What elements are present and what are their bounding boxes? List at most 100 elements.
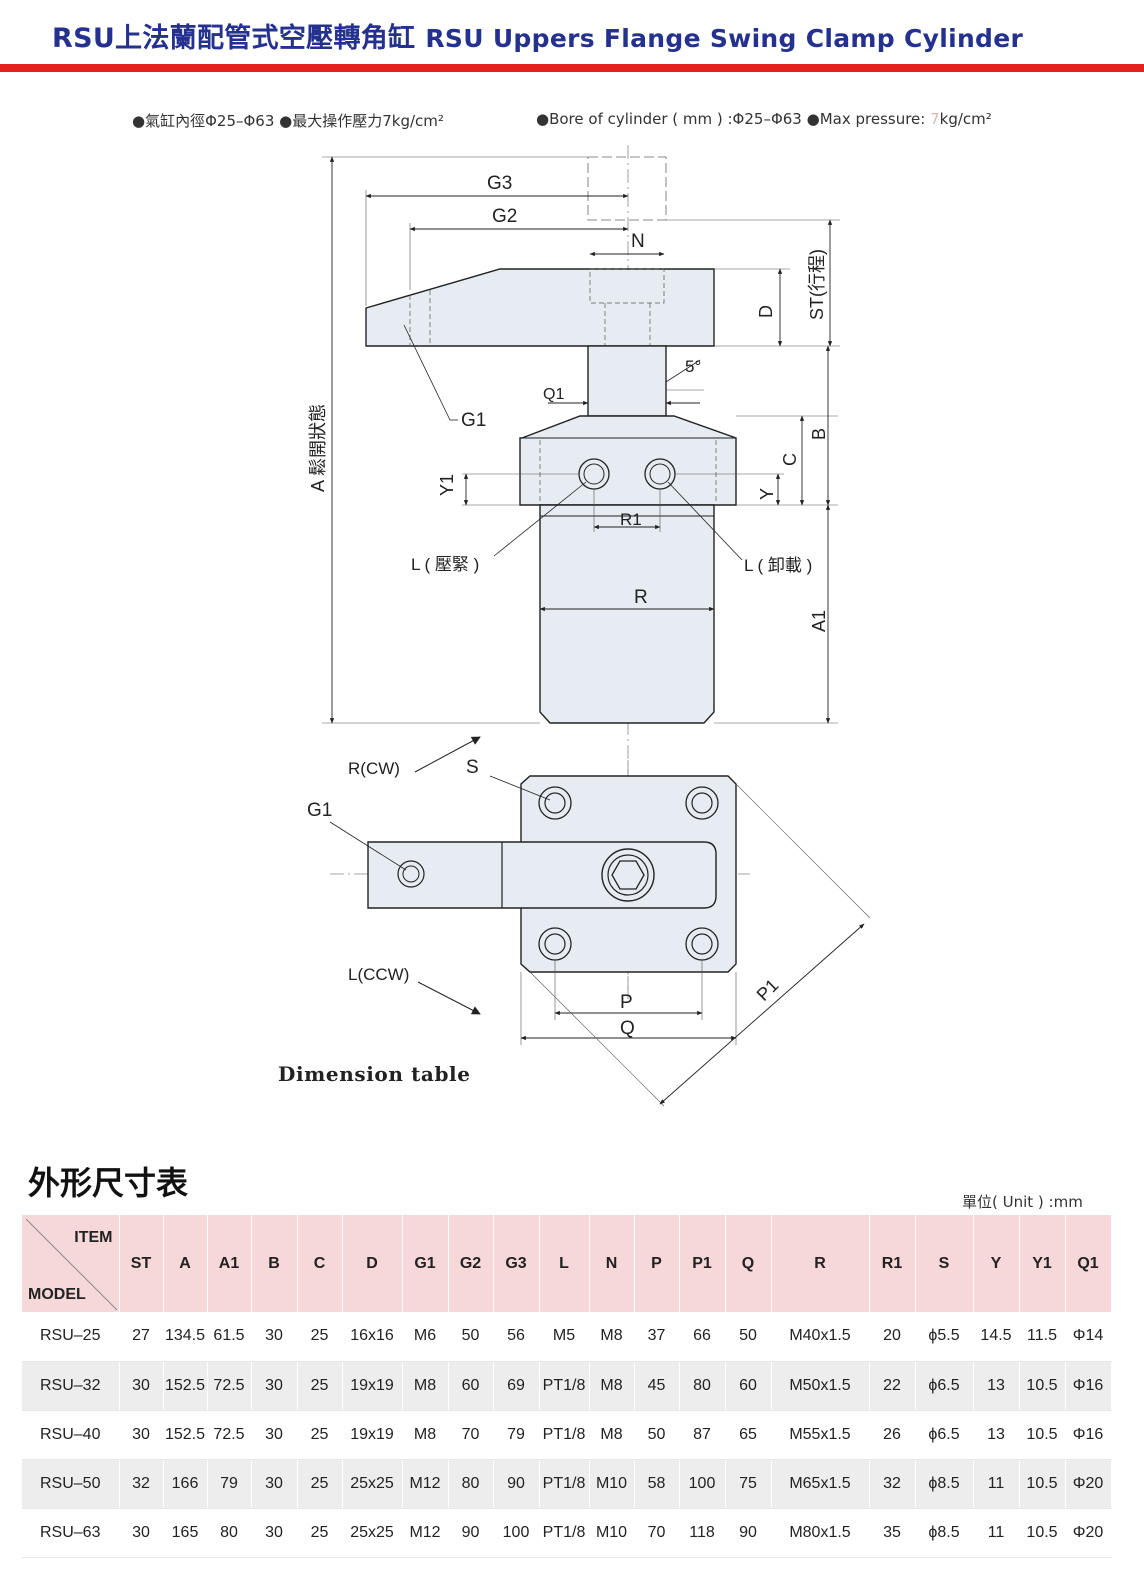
model-cell: RSU–40	[22, 1410, 120, 1460]
table-cell: 30	[251, 1410, 298, 1460]
table-cell: 65	[725, 1410, 772, 1460]
table-cell: 11	[973, 1508, 1020, 1558]
label-g1: G1	[461, 410, 486, 431]
table-cell: 72.5	[207, 1410, 252, 1460]
table-cell: 16x16	[342, 1312, 403, 1362]
label-g2: G2	[492, 206, 517, 227]
col-header: A1	[207, 1215, 252, 1312]
table-cell: 90	[493, 1459, 540, 1509]
table-cell: 25x25	[342, 1459, 403, 1509]
label-l-ccw: L(CCW)	[348, 965, 409, 984]
label-a-open: A 鬆開狀態	[307, 404, 328, 492]
piston-rod	[587, 345, 667, 417]
table-cell: 35	[869, 1508, 916, 1558]
table-cell: M6	[402, 1312, 449, 1362]
table-cell: 80	[448, 1459, 494, 1509]
table-cell: M50x1.5	[771, 1361, 870, 1411]
table-cell: 25x25	[342, 1508, 403, 1558]
table-cell: 25	[297, 1361, 343, 1411]
table-cell: 30	[251, 1508, 298, 1558]
table-cell: ϕ6.5	[915, 1410, 974, 1460]
table-cell: M8	[402, 1361, 449, 1411]
label-s: S	[466, 757, 479, 778]
col-header: Q1	[1065, 1215, 1112, 1312]
header-title-zh: RSU上法蘭配管式空壓轉角缸	[52, 23, 416, 54]
table-cell: 10.5	[1019, 1410, 1066, 1460]
label-g3: G3	[487, 173, 512, 194]
table-cell: M10	[589, 1459, 635, 1509]
table-cell: 25	[297, 1508, 343, 1558]
table-cell: 152.5	[163, 1410, 208, 1460]
table-cell: 56	[493, 1312, 540, 1362]
dimension-table-caption: Dimension table	[278, 1062, 471, 1086]
table-cell: M65x1.5	[771, 1459, 870, 1509]
col-header: ST	[119, 1215, 164, 1312]
col-header: G3	[493, 1215, 540, 1312]
col-header: Y1	[1019, 1215, 1066, 1312]
table-cell: 26	[869, 1410, 916, 1460]
col-header: Y	[973, 1215, 1020, 1312]
table-cell: M8	[402, 1410, 449, 1460]
col-header: G2	[448, 1215, 494, 1312]
table-cell: 90	[725, 1508, 772, 1558]
table-cell: 32	[869, 1459, 916, 1509]
col-header: B	[251, 1215, 298, 1312]
table-cell: 30	[119, 1508, 164, 1558]
label-n: N	[631, 231, 645, 252]
table-cell: 10.5	[1019, 1459, 1066, 1509]
table-cell: M12	[402, 1508, 449, 1558]
table-cell: 10.5	[1019, 1508, 1066, 1558]
table-cell: 30	[251, 1459, 298, 1509]
label-st: ST(行程)	[807, 249, 827, 320]
released-arm-outline	[587, 156, 667, 221]
table-cell: 37	[634, 1312, 680, 1362]
table-cell: 25	[297, 1312, 343, 1362]
table-cell: 30	[251, 1361, 298, 1411]
col-header: L	[539, 1215, 590, 1312]
table-cell: 134.5	[163, 1312, 208, 1362]
col-header: P	[634, 1215, 680, 1312]
table-cell: M55x1.5	[771, 1410, 870, 1460]
table-cell: 60	[725, 1361, 772, 1411]
mount-hole-bl	[538, 927, 572, 961]
page-header: RSU上法蘭配管式空壓轉角缸 RSU Uppers Flange Swing Cl…	[0, 0, 1144, 76]
table-cell: 11.5	[1019, 1312, 1066, 1362]
label-r-cw: R(CW)	[348, 759, 400, 778]
unit-label: 單位( Unit ) :mm	[962, 1193, 1083, 1211]
table-cell: 30	[119, 1410, 164, 1460]
table-cell: ϕ6.5	[915, 1361, 974, 1411]
table-cell: M12	[402, 1459, 449, 1509]
col-header: P1	[679, 1215, 726, 1312]
table-cell: 20	[869, 1312, 916, 1362]
table-cell: M40x1.5	[771, 1312, 870, 1362]
table-cell: 100	[679, 1459, 726, 1509]
table-cell: 80	[207, 1508, 252, 1558]
table-cell: 66	[679, 1312, 726, 1362]
table-title: 外形尺寸表	[28, 1164, 189, 1202]
model-cell: RSU–25	[22, 1312, 120, 1362]
table-cell: Φ16	[1065, 1410, 1112, 1460]
col-header: R1	[869, 1215, 916, 1312]
label-d: D	[756, 305, 776, 318]
technical-drawing: G3 G2 N D ST(行程) 5° Q1 G1 B C Y1 Y R1 L …	[307, 145, 871, 1107]
label-a1: A1	[809, 610, 829, 632]
table-cell: 70	[448, 1410, 494, 1460]
table-corner-cell: ITEM MODEL	[22, 1215, 120, 1312]
header-title-en: RSU Uppers Flange Swing Clamp Cylinder	[425, 24, 1024, 53]
table-cell: 30	[251, 1312, 298, 1362]
table-cell: ϕ8.5	[915, 1508, 974, 1558]
spec-en-suffix: kg/cm²	[939, 110, 992, 128]
table-cell: 19x19	[342, 1410, 403, 1460]
label-p: P	[620, 992, 633, 1013]
hex-socket-icon	[611, 860, 645, 890]
spec-line-zh: ●氣缸內徑Φ25–Φ63 ●最大操作壓力7kg/cm²	[132, 112, 444, 130]
table-cell: 152.5	[163, 1361, 208, 1411]
label-q1: Q1	[543, 386, 564, 403]
dimension-table: ITEM MODEL ST A A1 B C D G1 G2 G3 L N P …	[22, 1215, 1112, 1558]
